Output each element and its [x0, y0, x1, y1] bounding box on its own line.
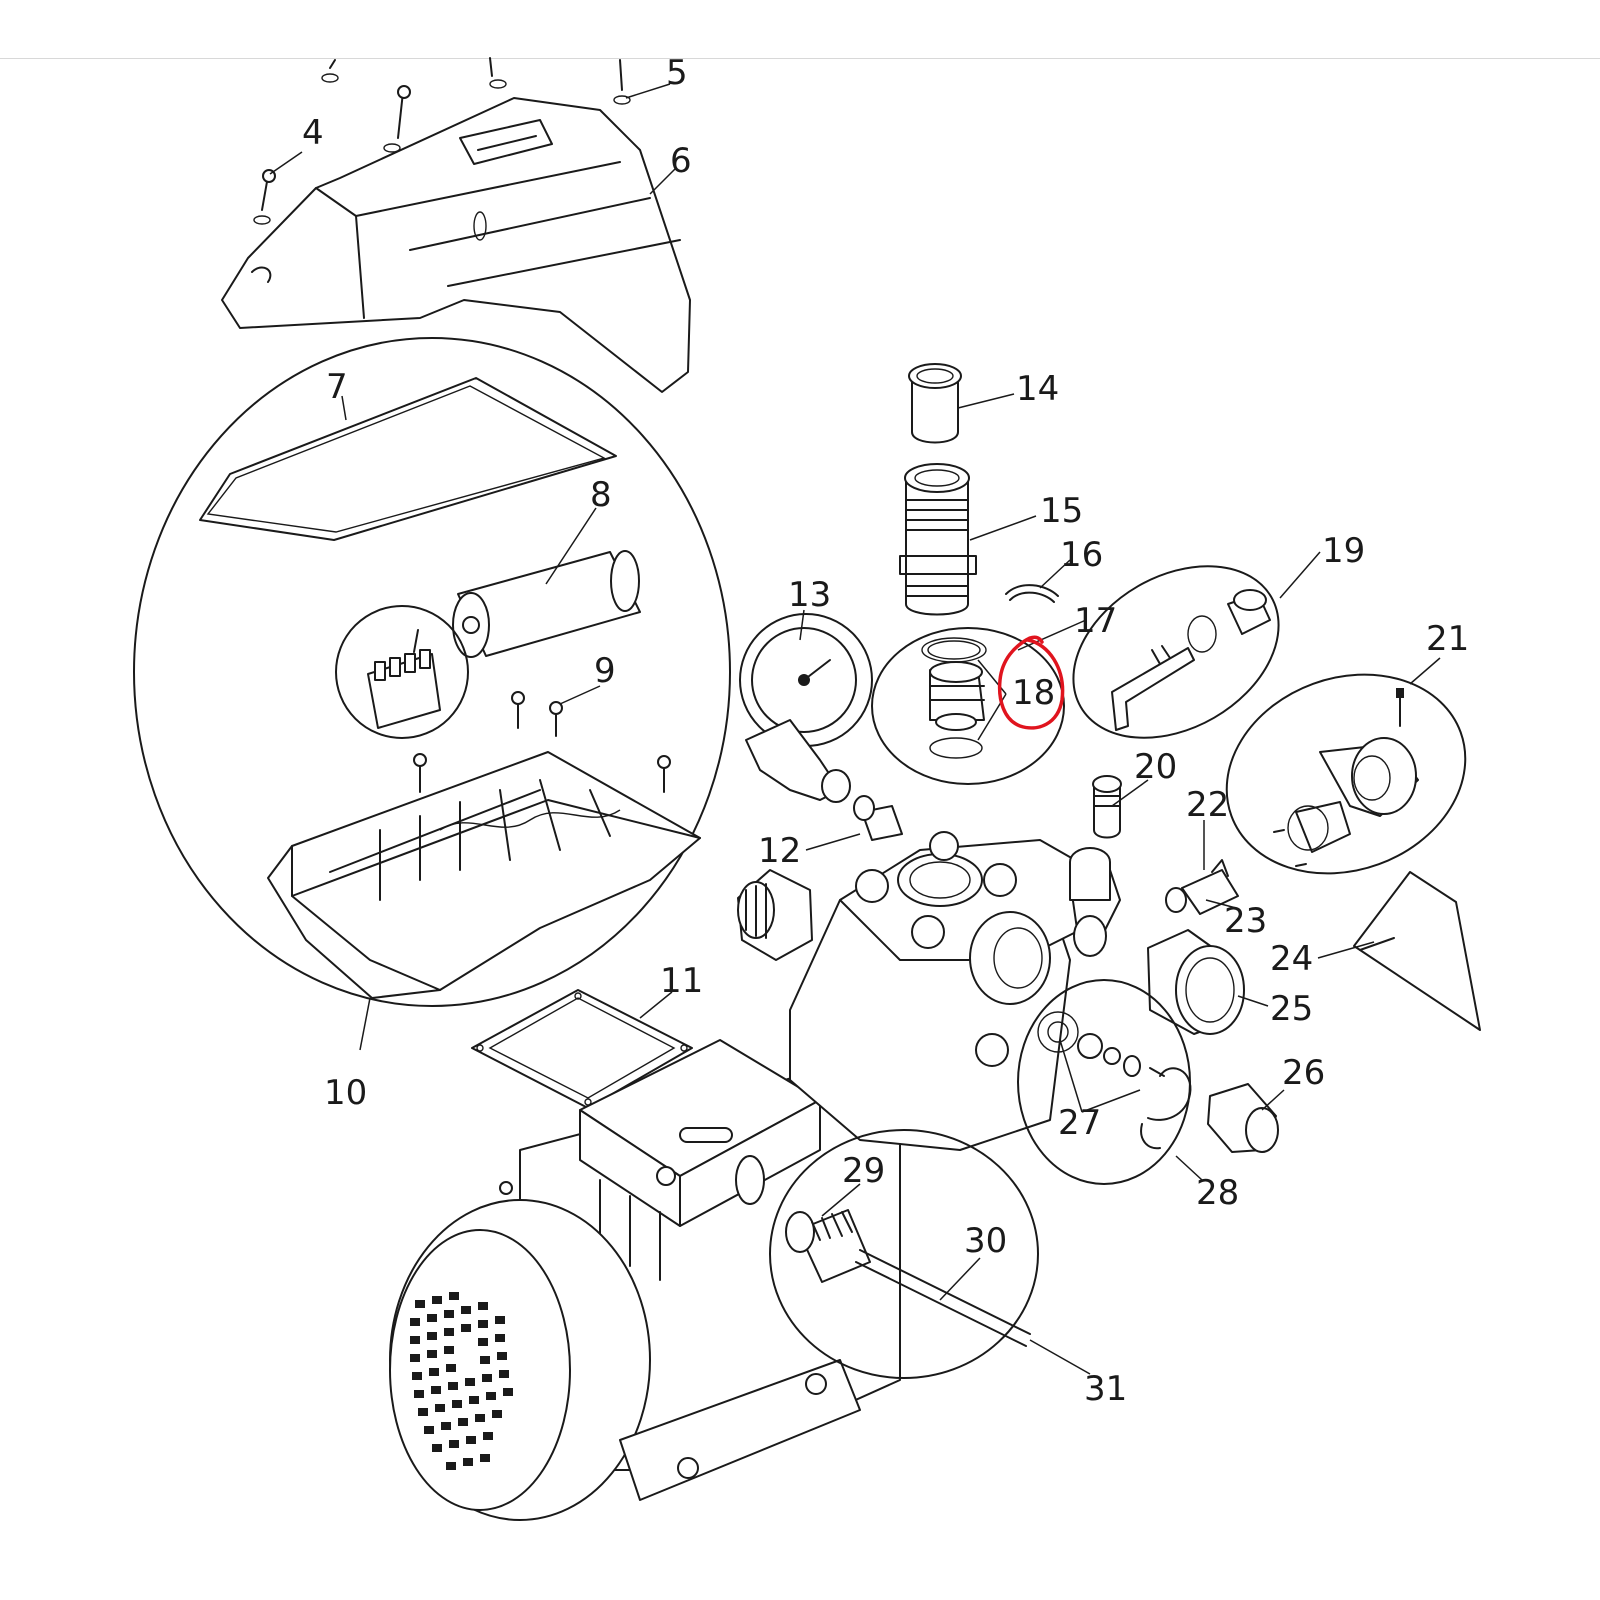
callout-18: 18 [1012, 673, 1055, 713]
electric-motor [389, 1039, 901, 1521]
callout-9: 9 [594, 651, 616, 691]
callout-21: 21 [1426, 619, 1469, 659]
callout-30: 30 [964, 1221, 1007, 1261]
detail-circle-27-28 [1017, 979, 1192, 1185]
callout-20: 20 [1134, 747, 1177, 787]
callout-25: 25 [1270, 989, 1313, 1029]
callout-22: 22 [1186, 785, 1229, 825]
callout-17: 17 [1074, 601, 1117, 641]
callout-23: 23 [1224, 901, 1267, 941]
instruction-sheet [1353, 871, 1481, 1031]
callout-12: 12 [758, 831, 801, 871]
callout-8: 8 [590, 475, 612, 515]
callout-29: 29 [842, 1151, 885, 1191]
callout-11: 11 [660, 961, 703, 1001]
callout-4: 4 [302, 113, 324, 153]
callout-16: 16 [1060, 535, 1103, 575]
callout-26: 26 [1282, 1053, 1325, 1093]
callout-14: 14 [1016, 369, 1059, 409]
callout-31: 31 [1084, 1369, 1127, 1409]
callout-19: 19 [1322, 531, 1365, 571]
pump-head [737, 831, 1121, 1151]
detail-circle-left [133, 337, 731, 1007]
callout-7: 7 [326, 367, 348, 407]
square-gasket [471, 989, 693, 1109]
top-cover [221, 97, 691, 393]
callout-5: 5 [666, 53, 688, 93]
detail-circle-29-31 [769, 1129, 1039, 1379]
callout-10: 10 [324, 1073, 367, 1113]
callout-labels: 4 5 6 7 8 9 10 11 12 13 14 15 16 17 18 1… [302, 53, 1469, 1409]
leader-lines [269, 83, 1441, 1375]
fan-grille [410, 1292, 513, 1470]
callout-6: 6 [670, 141, 692, 181]
fitting-stack [899, 363, 1059, 616]
gauge-and-fitting [739, 613, 903, 841]
callout-24: 24 [1270, 939, 1313, 979]
callout-28: 28 [1196, 1173, 1239, 1213]
callout-13: 13 [788, 575, 831, 615]
highlight-circle-18 [997, 635, 1065, 730]
callout-15: 15 [1040, 491, 1083, 531]
detail-circle-17-18 [871, 627, 1065, 785]
page-top-bar [0, 0, 1600, 59]
callout-27: 27 [1058, 1103, 1101, 1143]
side-fittings [1092, 775, 1279, 1153]
detail-circle-21 [1225, 673, 1467, 875]
detail-circle-19 [1072, 565, 1280, 739]
